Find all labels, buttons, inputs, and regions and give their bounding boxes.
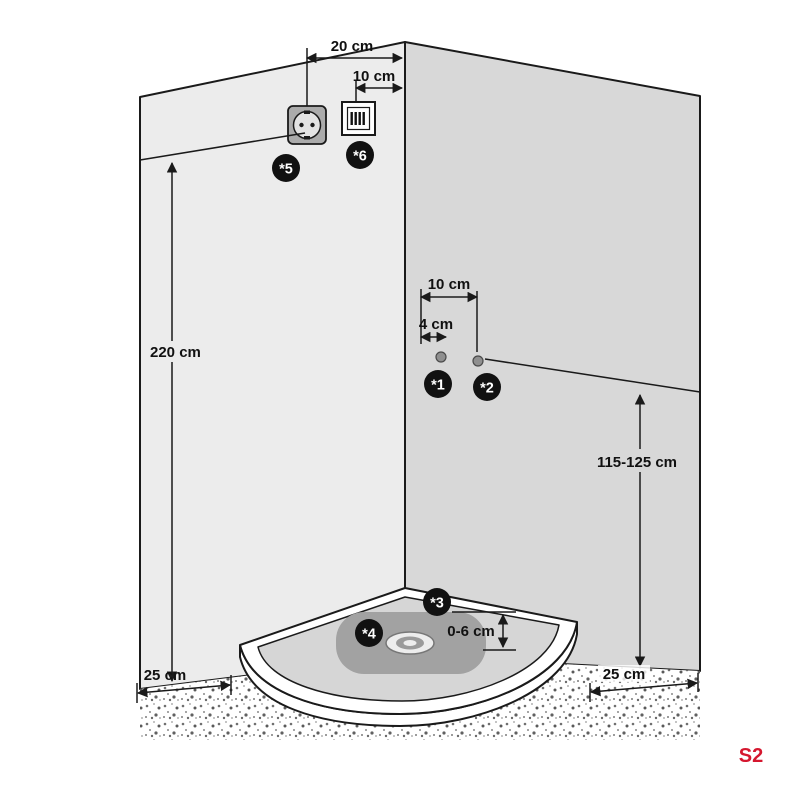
marker-4: *4 (355, 619, 383, 647)
dim-top-10cm: 10 cm (353, 68, 404, 101)
marker-5-label: *5 (279, 162, 293, 178)
dim-label-10cm-top: 10 cm (353, 68, 396, 85)
socket-earth-clip (304, 136, 310, 140)
marker-6-label: *6 (353, 149, 367, 165)
marker-4-label: *4 (362, 627, 376, 643)
drain (385, 631, 435, 655)
marker-6-circle (346, 141, 374, 169)
walls (139, 41, 701, 690)
dim-label-backing (586, 449, 688, 472)
sheet-code-label: S2 (739, 745, 763, 767)
junction-box-icon (341, 101, 376, 136)
dim-label-220cm: 220 cm (150, 344, 201, 361)
dimension-line (136, 680, 232, 698)
box-grille-bar (362, 112, 365, 125)
marker-6: *6 (346, 141, 374, 169)
socket-earth-clip (304, 110, 310, 114)
dim-label-4cm: 4 cm (419, 316, 453, 333)
right-wall (404, 41, 701, 672)
dimension-line (589, 678, 699, 697)
box-grille-bar (358, 112, 361, 125)
dim-bottom-left-25cm: 25 cm (136, 667, 232, 703)
socket-pin-hole (299, 122, 304, 128)
marker-1-circle (424, 370, 452, 398)
drain-cap (403, 640, 417, 646)
marker-5-circle (272, 154, 300, 182)
marker-2: *2 (473, 373, 501, 401)
dim-bottom-right-25cm: 25 cm (589, 665, 699, 702)
dim-label-0-6cm: 0-6 cm (447, 623, 495, 640)
dim-label-backing (598, 665, 650, 682)
dim-label-10cm-mid: 10 cm (428, 276, 471, 293)
box-grille-bar (350, 112, 353, 125)
dim-right-115-125cm: 115-125 cm (586, 393, 688, 668)
marker-4-circle (355, 619, 383, 647)
dim-mid-4cm: 4 cm (419, 316, 453, 343)
connection-point-2 (472, 355, 484, 367)
power-socket-icon (287, 105, 327, 145)
marker-1: *1 (424, 370, 452, 398)
reference-line (139, 132, 306, 161)
marker-3-circle (423, 588, 451, 616)
socket-pin-hole (310, 122, 315, 128)
connection-height-reference-line (484, 358, 701, 393)
shower-tray (239, 587, 578, 728)
box-grille-bar (354, 112, 357, 125)
dim-label-backing (145, 341, 215, 362)
dim-label-20cm: 20 cm (331, 38, 374, 55)
marker-2-label: *2 (480, 381, 494, 397)
marker-1-label: *1 (431, 378, 445, 394)
connection-point-1 (435, 351, 447, 363)
marker-badges: *5 *6 *1 *2 *3 *4 (272, 141, 501, 647)
box-inner-frame (346, 106, 371, 131)
marker-5: *5 (272, 154, 300, 182)
dim-label-25cm-left: 25 cm (144, 667, 187, 684)
dim-left-220cm: 220 cm (139, 132, 306, 683)
marker-3: *3 (423, 588, 451, 616)
marker-2-circle (473, 373, 501, 401)
dim-label-115-125cm: 115-125 cm (597, 454, 677, 471)
marker-3-label: *3 (430, 596, 444, 612)
dim-label-25cm-right: 25 cm (603, 666, 646, 683)
dim-tray-0-6cm: 0-6 cm (447, 611, 516, 651)
dim-top-20cm: 20 cm (305, 38, 404, 106)
